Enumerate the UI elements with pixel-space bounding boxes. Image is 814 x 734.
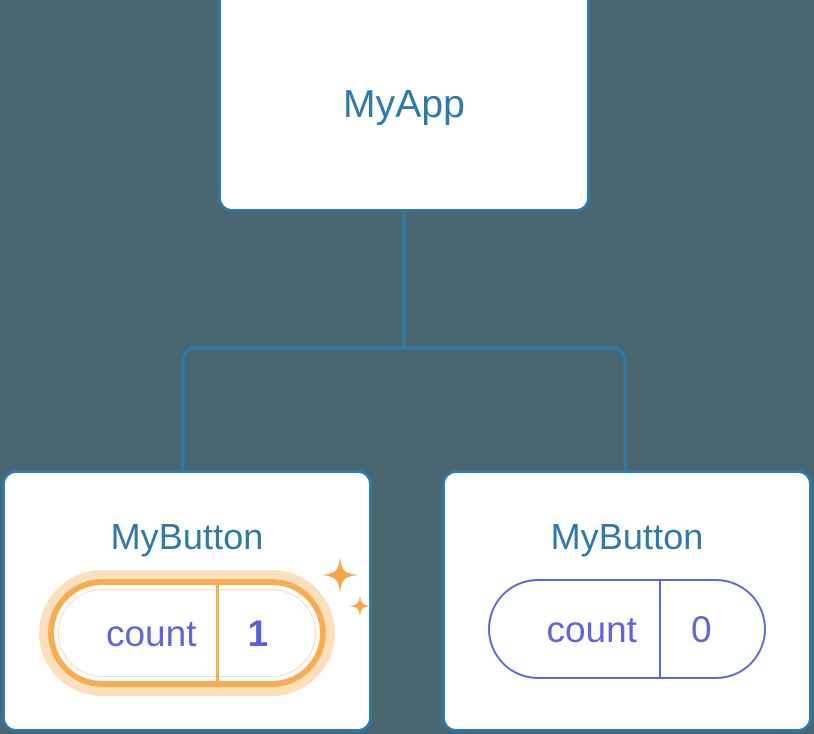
node-mybutton-left[interactable]: MyButton count 1 (2, 470, 372, 732)
state-pill-right-key: count (546, 608, 637, 650)
state-pill-left-glow (38, 570, 336, 696)
state-pill-left-value: 1 (247, 612, 269, 654)
sparkle-icon (322, 557, 372, 617)
state-pill-right-divider (658, 581, 661, 677)
node-mybutton-left-label: MyButton (110, 516, 264, 557)
state-pill-right-wrap: count 0 (488, 579, 766, 679)
state-pill-left[interactable]: count 1 (47, 579, 327, 687)
node-myapp[interactable]: MyApp (218, 0, 590, 212)
node-mybutton-right-label: MyButton (550, 516, 704, 557)
state-pill-left-key: count (105, 612, 197, 654)
state-pill-left-divider (216, 585, 220, 681)
node-myapp-label: MyApp (343, 82, 465, 126)
state-pill-right[interactable]: count 0 (488, 579, 766, 679)
state-pill-left-wrap: count 1 (38, 557, 372, 696)
node-mybutton-right[interactable]: MyButton count 0 (442, 470, 812, 732)
edge-branch-bar (181, 346, 627, 474)
state-pill-right-value: 0 (690, 608, 712, 650)
